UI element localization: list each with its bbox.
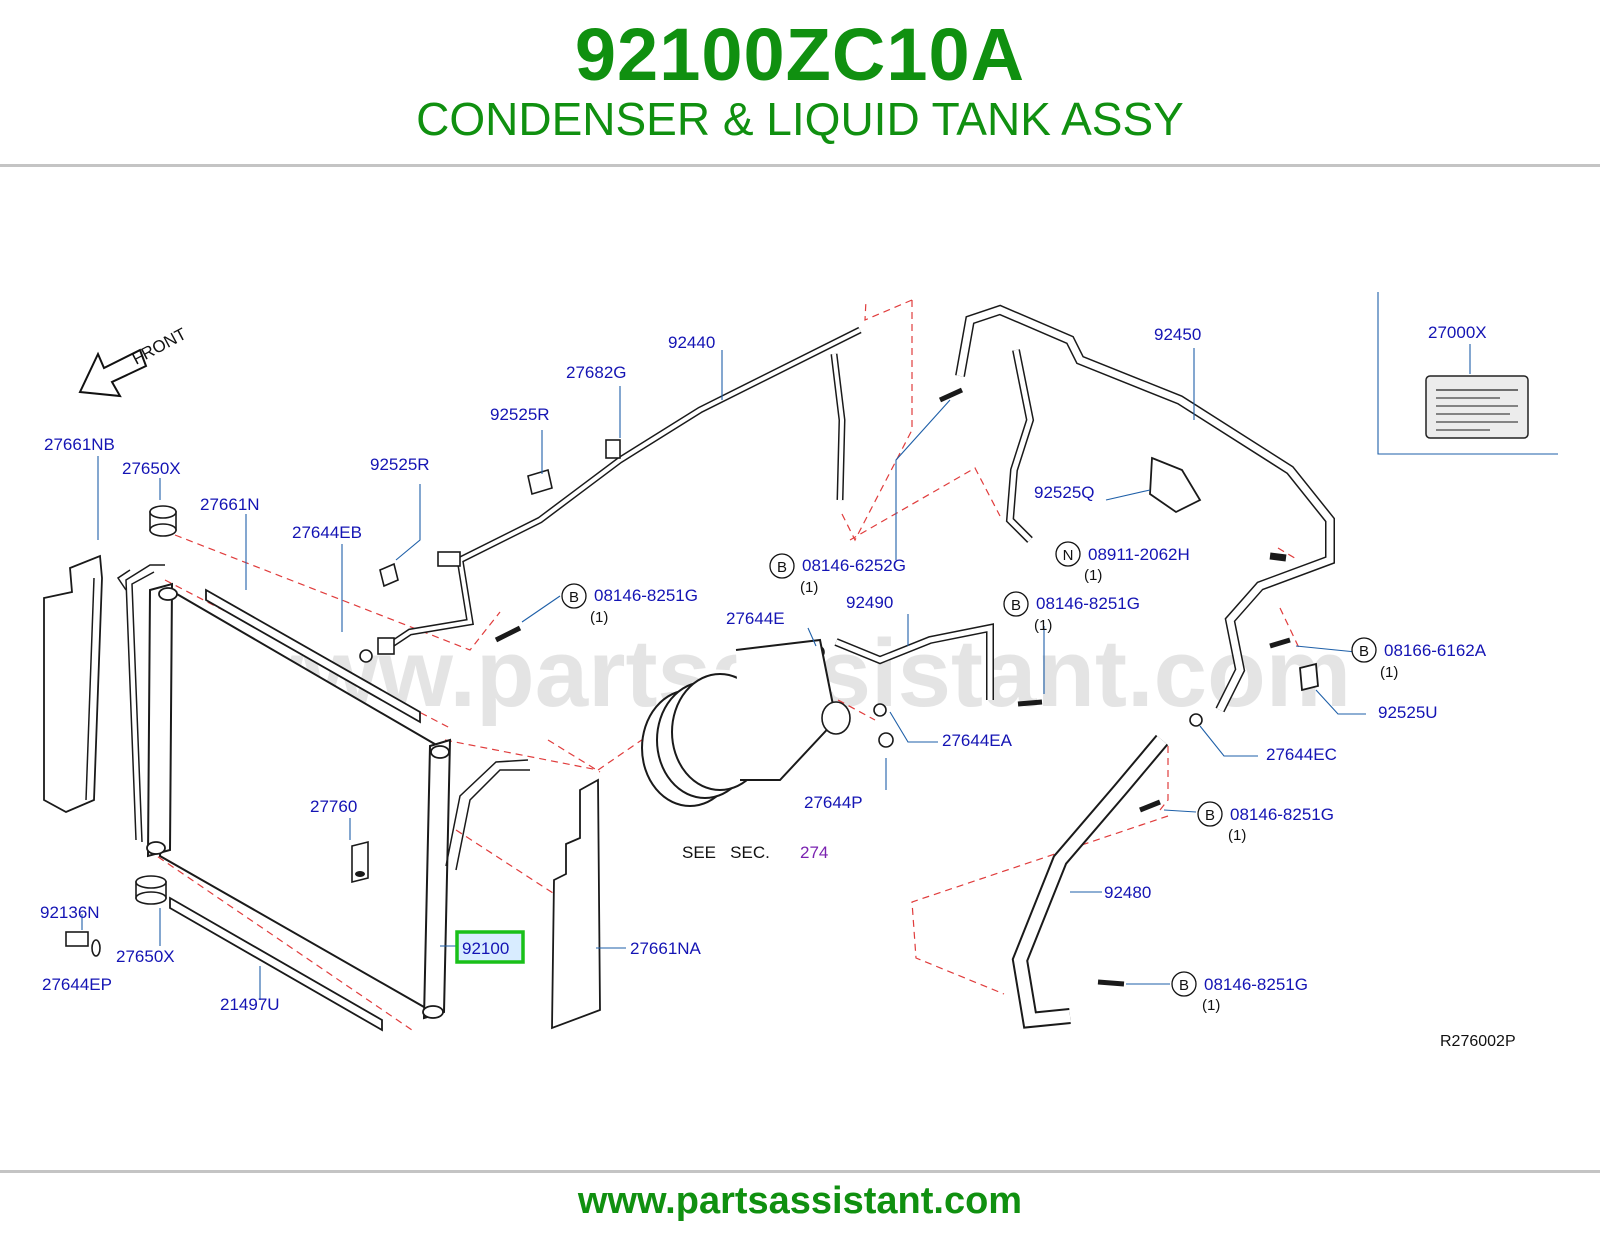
- label-92525r-upper[interactable]: 92525R: [490, 405, 550, 424]
- condenser-core-shape: [116, 564, 452, 1020]
- see-sec-link[interactable]: 274: [800, 843, 828, 862]
- label-27650x-top[interactable]: 27650X: [122, 459, 181, 478]
- rubber-mount-top-icon: [149, 505, 177, 537]
- diagram-reference-code: R276002P: [1440, 1033, 1516, 1050]
- label-27661na[interactable]: 27661NA: [630, 939, 702, 958]
- quantity-text: (1): [1084, 567, 1102, 584]
- seal-21497u-shape: [169, 896, 383, 1032]
- marker-b-letter: B: [777, 559, 787, 576]
- label-27661n[interactable]: 27661N: [200, 495, 260, 514]
- quantity-text: (1): [1228, 827, 1246, 844]
- marker-b-circle: [1197, 801, 1223, 827]
- label-92450[interactable]: 92450: [1154, 325, 1201, 344]
- label-08146-8251g-b[interactable]: 08146-8251G: [1036, 594, 1140, 613]
- marker-b-letter: B: [569, 589, 579, 606]
- quantity-text: (1): [590, 609, 608, 626]
- o-ring-27644ec-icon: [1189, 713, 1203, 727]
- seal-top-shape: [205, 588, 421, 724]
- label-27644ea[interactable]: 27644EA: [942, 731, 1013, 750]
- front-arrow-icon: [78, 348, 148, 398]
- label-92525u[interactable]: 92525U: [1378, 703, 1438, 722]
- clip-92525r-upper-icon: [527, 468, 553, 496]
- marker-b-letter: B: [1359, 643, 1369, 660]
- o-ring-27644p-icon: [878, 732, 894, 748]
- see-sec-label: SEE SEC.: [682, 843, 770, 862]
- hose-92480-shape: [1011, 734, 1169, 1029]
- label-08911-2062h[interactable]: 08911-2062H: [1088, 545, 1190, 564]
- o-ring-27644eb-icon: [359, 649, 373, 663]
- label-21497u[interactable]: 21497U: [220, 995, 280, 1014]
- part-description-title: CONDENSER & LIQUID TANK ASSY: [416, 93, 1184, 145]
- caution-label-icon: [1425, 375, 1529, 439]
- part-number-title: 92100ZC10A: [574, 13, 1026, 96]
- footer-divider: [0, 1170, 1600, 1173]
- label-92480[interactable]: 92480: [1104, 883, 1151, 902]
- marker-b-letter: B: [1011, 597, 1021, 614]
- marker-b-circle: [1003, 591, 1029, 617]
- label-27661nb[interactable]: 27661NB: [44, 435, 115, 454]
- marker-b-letter: B: [1179, 977, 1189, 994]
- clamp-92525u-icon: [1299, 662, 1319, 692]
- label-92490[interactable]: 92490: [846, 593, 893, 612]
- header-divider: [0, 164, 1600, 167]
- label-08146-8251g-d[interactable]: 08146-8251G: [1204, 975, 1308, 994]
- marker-b-letter: B: [1205, 807, 1215, 824]
- o-ring-27644ea-icon: [873, 703, 887, 717]
- clip-27682g-icon: [605, 439, 621, 459]
- label-27644p[interactable]: 27644P: [804, 793, 863, 812]
- pressure-switch-icon: [65, 931, 101, 957]
- quantity-text: (1): [800, 579, 818, 596]
- label-92525r-lower[interactable]: 92525R: [370, 455, 430, 474]
- marker-b-circle: [769, 553, 795, 579]
- quantity-text: (1): [1034, 617, 1052, 634]
- label-08166-6162a[interactable]: 08166-6162A: [1384, 641, 1487, 660]
- label-27682g[interactable]: 27682G: [566, 363, 627, 382]
- label-92525q[interactable]: 92525Q: [1034, 483, 1095, 502]
- pipe-92450-shape: [955, 304, 1335, 713]
- compressor-icon: [641, 638, 851, 807]
- bolt-icons: [494, 387, 1291, 987]
- front-label: FRONT: [129, 324, 190, 368]
- pipe-92440-shape: [377, 326, 862, 655]
- label-92440[interactable]: 92440: [668, 333, 715, 352]
- rubber-mount-bottom-icon: [135, 875, 167, 905]
- label-27644ec[interactable]: 27644EC: [1266, 745, 1337, 764]
- label-27650x-bottom[interactable]: 27650X: [116, 947, 175, 966]
- marker-b-circle: [561, 583, 587, 609]
- bracket-27760-icon: [351, 840, 369, 884]
- label-27760[interactable]: 27760: [310, 797, 357, 816]
- marker-n-circle: [1055, 541, 1081, 567]
- label-08146-6252g[interactable]: 08146-6252G: [802, 556, 906, 575]
- label-27644eb[interactable]: 27644EB: [292, 523, 362, 542]
- footer-website-link[interactable]: www.partsassistant.com: [577, 1180, 1023, 1222]
- label-92136n[interactable]: 92136N: [40, 903, 100, 922]
- clamp-92525q-icon: [1149, 456, 1202, 514]
- label-27000x[interactable]: 27000X: [1428, 323, 1487, 342]
- quantity-text: (1): [1202, 997, 1220, 1014]
- label-92100-highlighted[interactable]: 92100: [462, 939, 509, 958]
- clip-92525r-lower-icon: [379, 562, 399, 588]
- shroud-27661na-shape: [551, 778, 601, 1030]
- label-box-frame: [1377, 292, 1558, 455]
- highlighted-part-box[interactable]: [455, 930, 525, 964]
- label-08146-8251g-c[interactable]: 08146-8251G: [1230, 805, 1334, 824]
- label-08146-8251g-a[interactable]: 08146-8251G: [594, 586, 698, 605]
- marker-b-circle: [1171, 971, 1197, 997]
- condenser-outlet-tube: [455, 769, 530, 871]
- label-27644e[interactable]: 27644E: [726, 609, 785, 628]
- marker-b-circle: [1351, 637, 1377, 663]
- leader-lines: [81, 344, 1471, 1000]
- marker-n-letter: N: [1063, 547, 1074, 564]
- quantity-text: (1): [1380, 664, 1398, 681]
- label-27644ep[interactable]: 27644EP: [42, 975, 112, 994]
